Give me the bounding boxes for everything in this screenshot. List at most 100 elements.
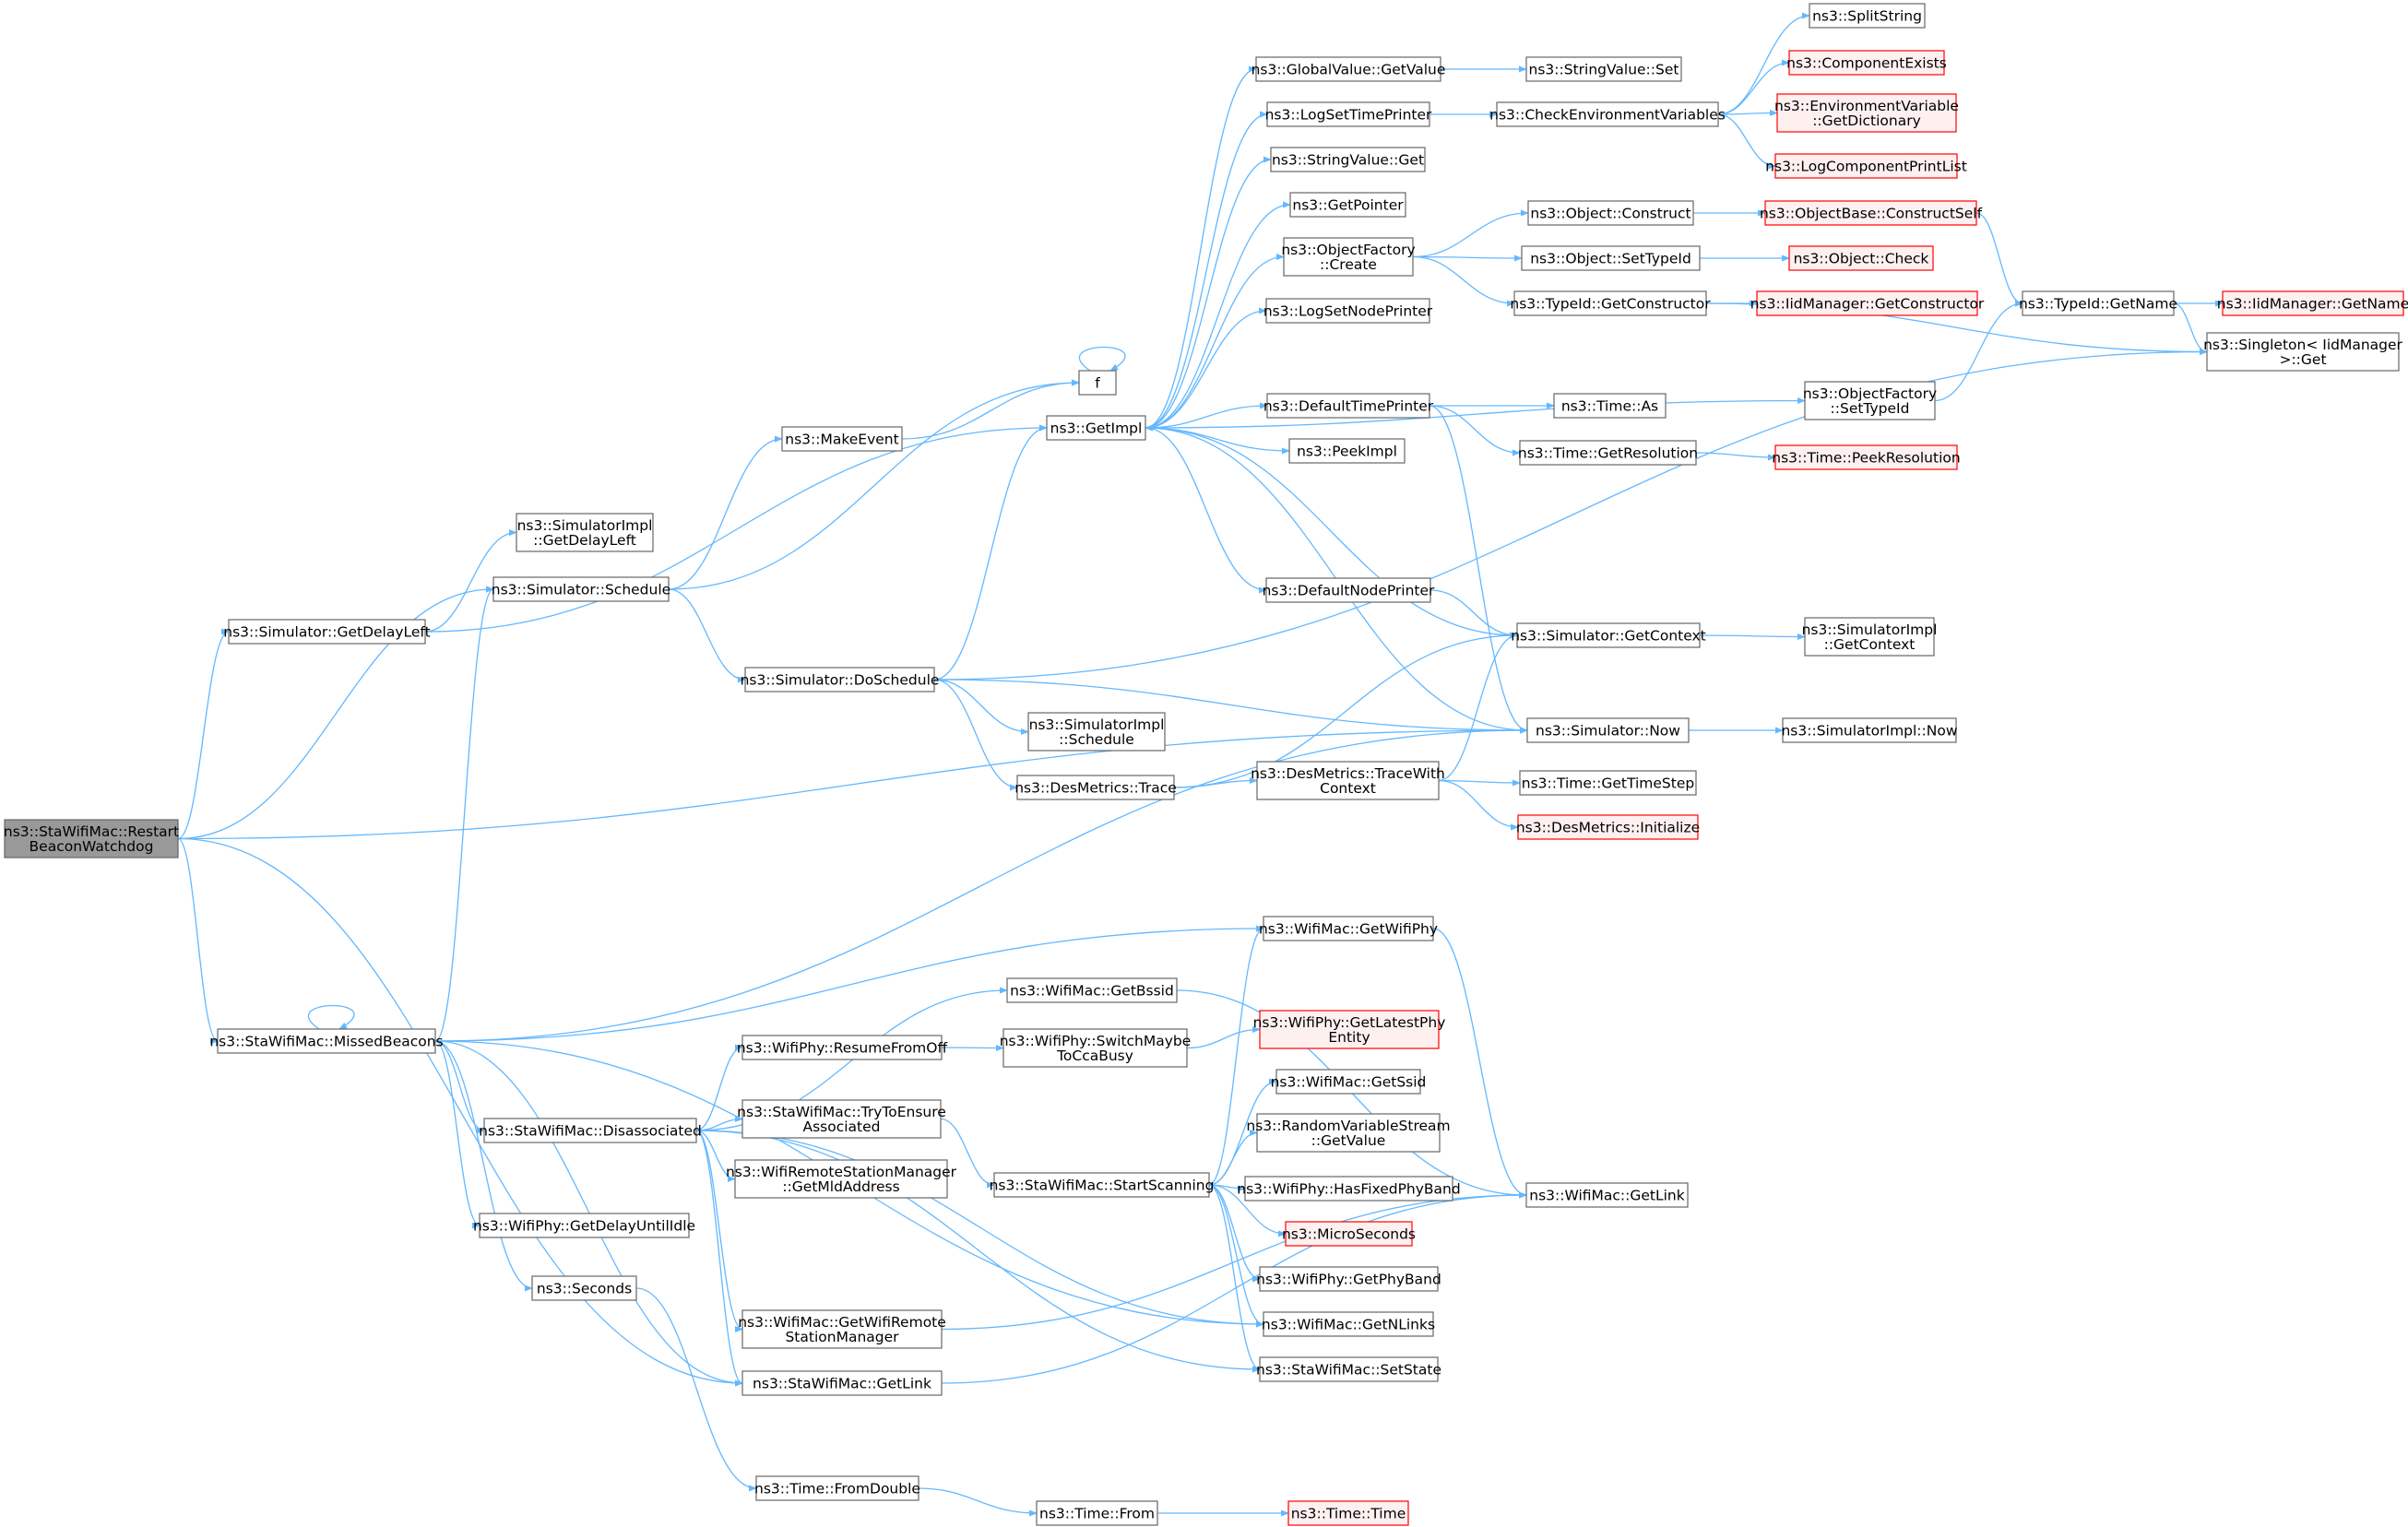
node-box[interactable]: [1288, 438, 1406, 464]
node-box[interactable]: [1788, 50, 1945, 76]
node-stawifimac-getlink[interactable]: ns3::StaWifiMac::GetLink: [741, 1370, 943, 1396]
node-box[interactable]: [1078, 370, 1117, 396]
node-stringvalue-get[interactable]: ns3::StringValue::Get: [1270, 147, 1426, 172]
node-typeid-getname[interactable]: ns3::TypeId::GetName: [2019, 290, 2177, 316]
node-box[interactable]: [1525, 1182, 1689, 1208]
node-microseconds[interactable]: ns3::MicroSeconds: [1282, 1221, 1416, 1247]
node-envvar-getdict[interactable]: ns3::EnvironmentVariable::GetDictionary: [1774, 93, 1959, 133]
node-wifimac-getbssid[interactable]: ns3::WifiMac::GetBssid: [1006, 977, 1178, 1003]
node-getdelayuntilidle[interactable]: ns3::WifiPhy::GetDelayUntilIdle: [473, 1213, 695, 1238]
node-box[interactable]: [479, 1213, 690, 1238]
node-simimpl-now[interactable]: ns3::SimulatorImpl::Now: [1781, 717, 1958, 743]
node-box[interactable]: [483, 1118, 697, 1143]
node-box[interactable]: [741, 1099, 942, 1139]
node-globalvalue-getvalue[interactable]: ns3::GlobalValue::GetValue: [1251, 56, 1446, 82]
node-getmldaddress[interactable]: ns3::WifiRemoteStationManager::GetMldAdd…: [726, 1159, 957, 1199]
node-simimpl-getcontext[interactable]: ns3::SimulatorImpl::GetContext: [1802, 617, 1938, 657]
node-box[interactable]: [1006, 977, 1178, 1003]
node-box[interactable]: [1513, 290, 1707, 316]
node-objectfactory-create[interactable]: ns3::ObjectFactory::Create: [1281, 237, 1416, 277]
node-splitstring[interactable]: ns3::SplitString: [1809, 3, 1926, 29]
node-box[interactable]: [1764, 200, 1977, 226]
node-box[interactable]: [755, 1475, 919, 1501]
node-box[interactable]: [734, 1159, 948, 1199]
node-box[interactable]: [1809, 3, 1926, 29]
node-sim-getcontext[interactable]: ns3::Simulator::GetContext: [1511, 622, 1706, 648]
node-box[interactable]: [217, 1028, 436, 1054]
node-box[interactable]: [1036, 1500, 1158, 1526]
node-sim-schedule[interactable]: ns3::Simulator::Schedule: [492, 576, 670, 602]
node-box[interactable]: [1804, 381, 1936, 420]
node-simimpl-getdelayleft[interactable]: ns3::SimulatorImpl::GetDelayLeft: [516, 513, 654, 552]
node-time-as[interactable]: ns3::Time::As: [1553, 393, 1667, 419]
node-seconds[interactable]: ns3::Seconds: [531, 1275, 637, 1301]
node-typeid-getconstructor[interactable]: ns3::TypeId::GetConstructor: [1510, 290, 1711, 316]
node-object-construct[interactable]: ns3::Object::Construct: [1527, 200, 1694, 226]
node-time-gettimestep[interactable]: ns3::Time::GetTimeStep: [1519, 770, 1697, 796]
node-box[interactable]: [1519, 770, 1697, 796]
node-box[interactable]: [1287, 1500, 1409, 1526]
node-f[interactable]: f: [1078, 370, 1117, 396]
node-randomvar-getvalue[interactable]: ns3::RandomVariableStream::GetValue: [1246, 1113, 1451, 1153]
node-box[interactable]: [1526, 717, 1690, 743]
node-box[interactable]: [1265, 298, 1430, 324]
node-makeevent[interactable]: ns3::MakeEvent: [781, 426, 903, 452]
node-box[interactable]: [1285, 1221, 1413, 1247]
node-box[interactable]: [1496, 101, 1719, 127]
node-singleton-get[interactable]: ns3::Singleton< IidManager >::Get: [2203, 332, 2403, 372]
node-startscanning[interactable]: ns3::StaWifiMac::StartScanning: [990, 1172, 1215, 1198]
node-logsetnodeprinter[interactable]: ns3::LogSetNodePrinter: [1263, 298, 1433, 324]
node-box[interactable]: [1516, 622, 1701, 648]
node-simimpl-schedule[interactable]: ns3::SimulatorImpl::Schedule: [1027, 712, 1166, 752]
node-object-settypeid[interactable]: ns3::Object::SetTypeId: [1521, 245, 1701, 271]
node-box[interactable]: [1270, 147, 1426, 172]
node-wifimac-getlink[interactable]: ns3::WifiMac::GetLink: [1525, 1182, 1689, 1208]
node-box[interactable]: [1804, 617, 1935, 657]
node-time-peekresolution[interactable]: ns3::Time::PeekResolution: [1772, 444, 1961, 470]
node-box[interactable]: [2022, 290, 2175, 316]
node-box[interactable]: [1782, 717, 1957, 743]
node-box[interactable]: [228, 619, 426, 645]
node-box[interactable]: [1016, 775, 1175, 800]
node-box[interactable]: [744, 667, 935, 692]
node-box[interactable]: [1263, 916, 1434, 941]
node-box[interactable]: [531, 1275, 637, 1301]
node-box[interactable]: [993, 1172, 1210, 1198]
node-objectfactory-settypeid[interactable]: ns3::ObjectFactory::SetTypeId: [1803, 381, 1937, 420]
node-disassociated[interactable]: ns3::StaWifiMac::Disassociated: [479, 1118, 702, 1143]
node-box[interactable]: [1259, 1266, 1439, 1292]
node-sim-getdelayleft[interactable]: ns3::Simulator::GetDelayLeft: [223, 619, 431, 645]
node-box[interactable]: [516, 513, 654, 552]
node-logsettimeprinter[interactable]: ns3::LogSetTimePrinter: [1265, 101, 1432, 127]
node-getpointer[interactable]: ns3::GetPointer: [1289, 192, 1406, 218]
node-box[interactable]: [2206, 332, 2400, 372]
node-objectbase-constructself[interactable]: ns3::ObjectBase::ConstructSelf: [1760, 200, 1983, 226]
node-box[interactable]: [1283, 237, 1414, 277]
node-time-time[interactable]: ns3::Time::Time: [1287, 1500, 1409, 1526]
node-getnlinks[interactable]: ns3::WifiMac::GetNLinks: [1262, 1311, 1435, 1337]
node-box[interactable]: [1265, 577, 1431, 603]
node-box[interactable]: [1521, 245, 1701, 271]
node-box[interactable]: [1519, 440, 1697, 466]
node-object-check[interactable]: ns3::Object::Check: [1788, 245, 1934, 271]
node-setstate[interactable]: ns3::StaWifiMac::SetState: [1256, 1356, 1441, 1382]
node-box[interactable]: [1046, 415, 1146, 441]
node-time-getresolution[interactable]: ns3::Time::GetResolution: [1518, 440, 1698, 466]
node-hasfixedphyband[interactable]: ns3::WifiPhy::HasFixedPhyBand: [1237, 1176, 1461, 1201]
node-iidmanager-getconstructor[interactable]: ns3::IidManager::GetConstructor: [1750, 290, 1985, 316]
node-box[interactable]: [1553, 393, 1667, 419]
node-getphyband[interactable]: ns3::WifiPhy::GetPhyBand: [1256, 1266, 1441, 1292]
node-wifimac-getssid[interactable]: ns3::WifiMac::GetSsid: [1271, 1069, 1427, 1095]
node-iidmanager-getname[interactable]: ns3::IidManager::GetName: [2217, 290, 2408, 316]
node-time-fromdouble[interactable]: ns3::Time::FromDouble: [754, 1475, 920, 1501]
node-resumefromoff[interactable]: ns3::WifiPhy::ResumeFromOff: [737, 1035, 948, 1060]
node-checkenv[interactable]: ns3::CheckEnvironmentVariables: [1489, 101, 1726, 127]
node-time-from[interactable]: ns3::Time::From: [1036, 1500, 1158, 1526]
node-missedbeacons[interactable]: ns3::StaWifiMac::MissedBeacons: [209, 1028, 444, 1054]
node-box[interactable]: [1256, 761, 1440, 800]
